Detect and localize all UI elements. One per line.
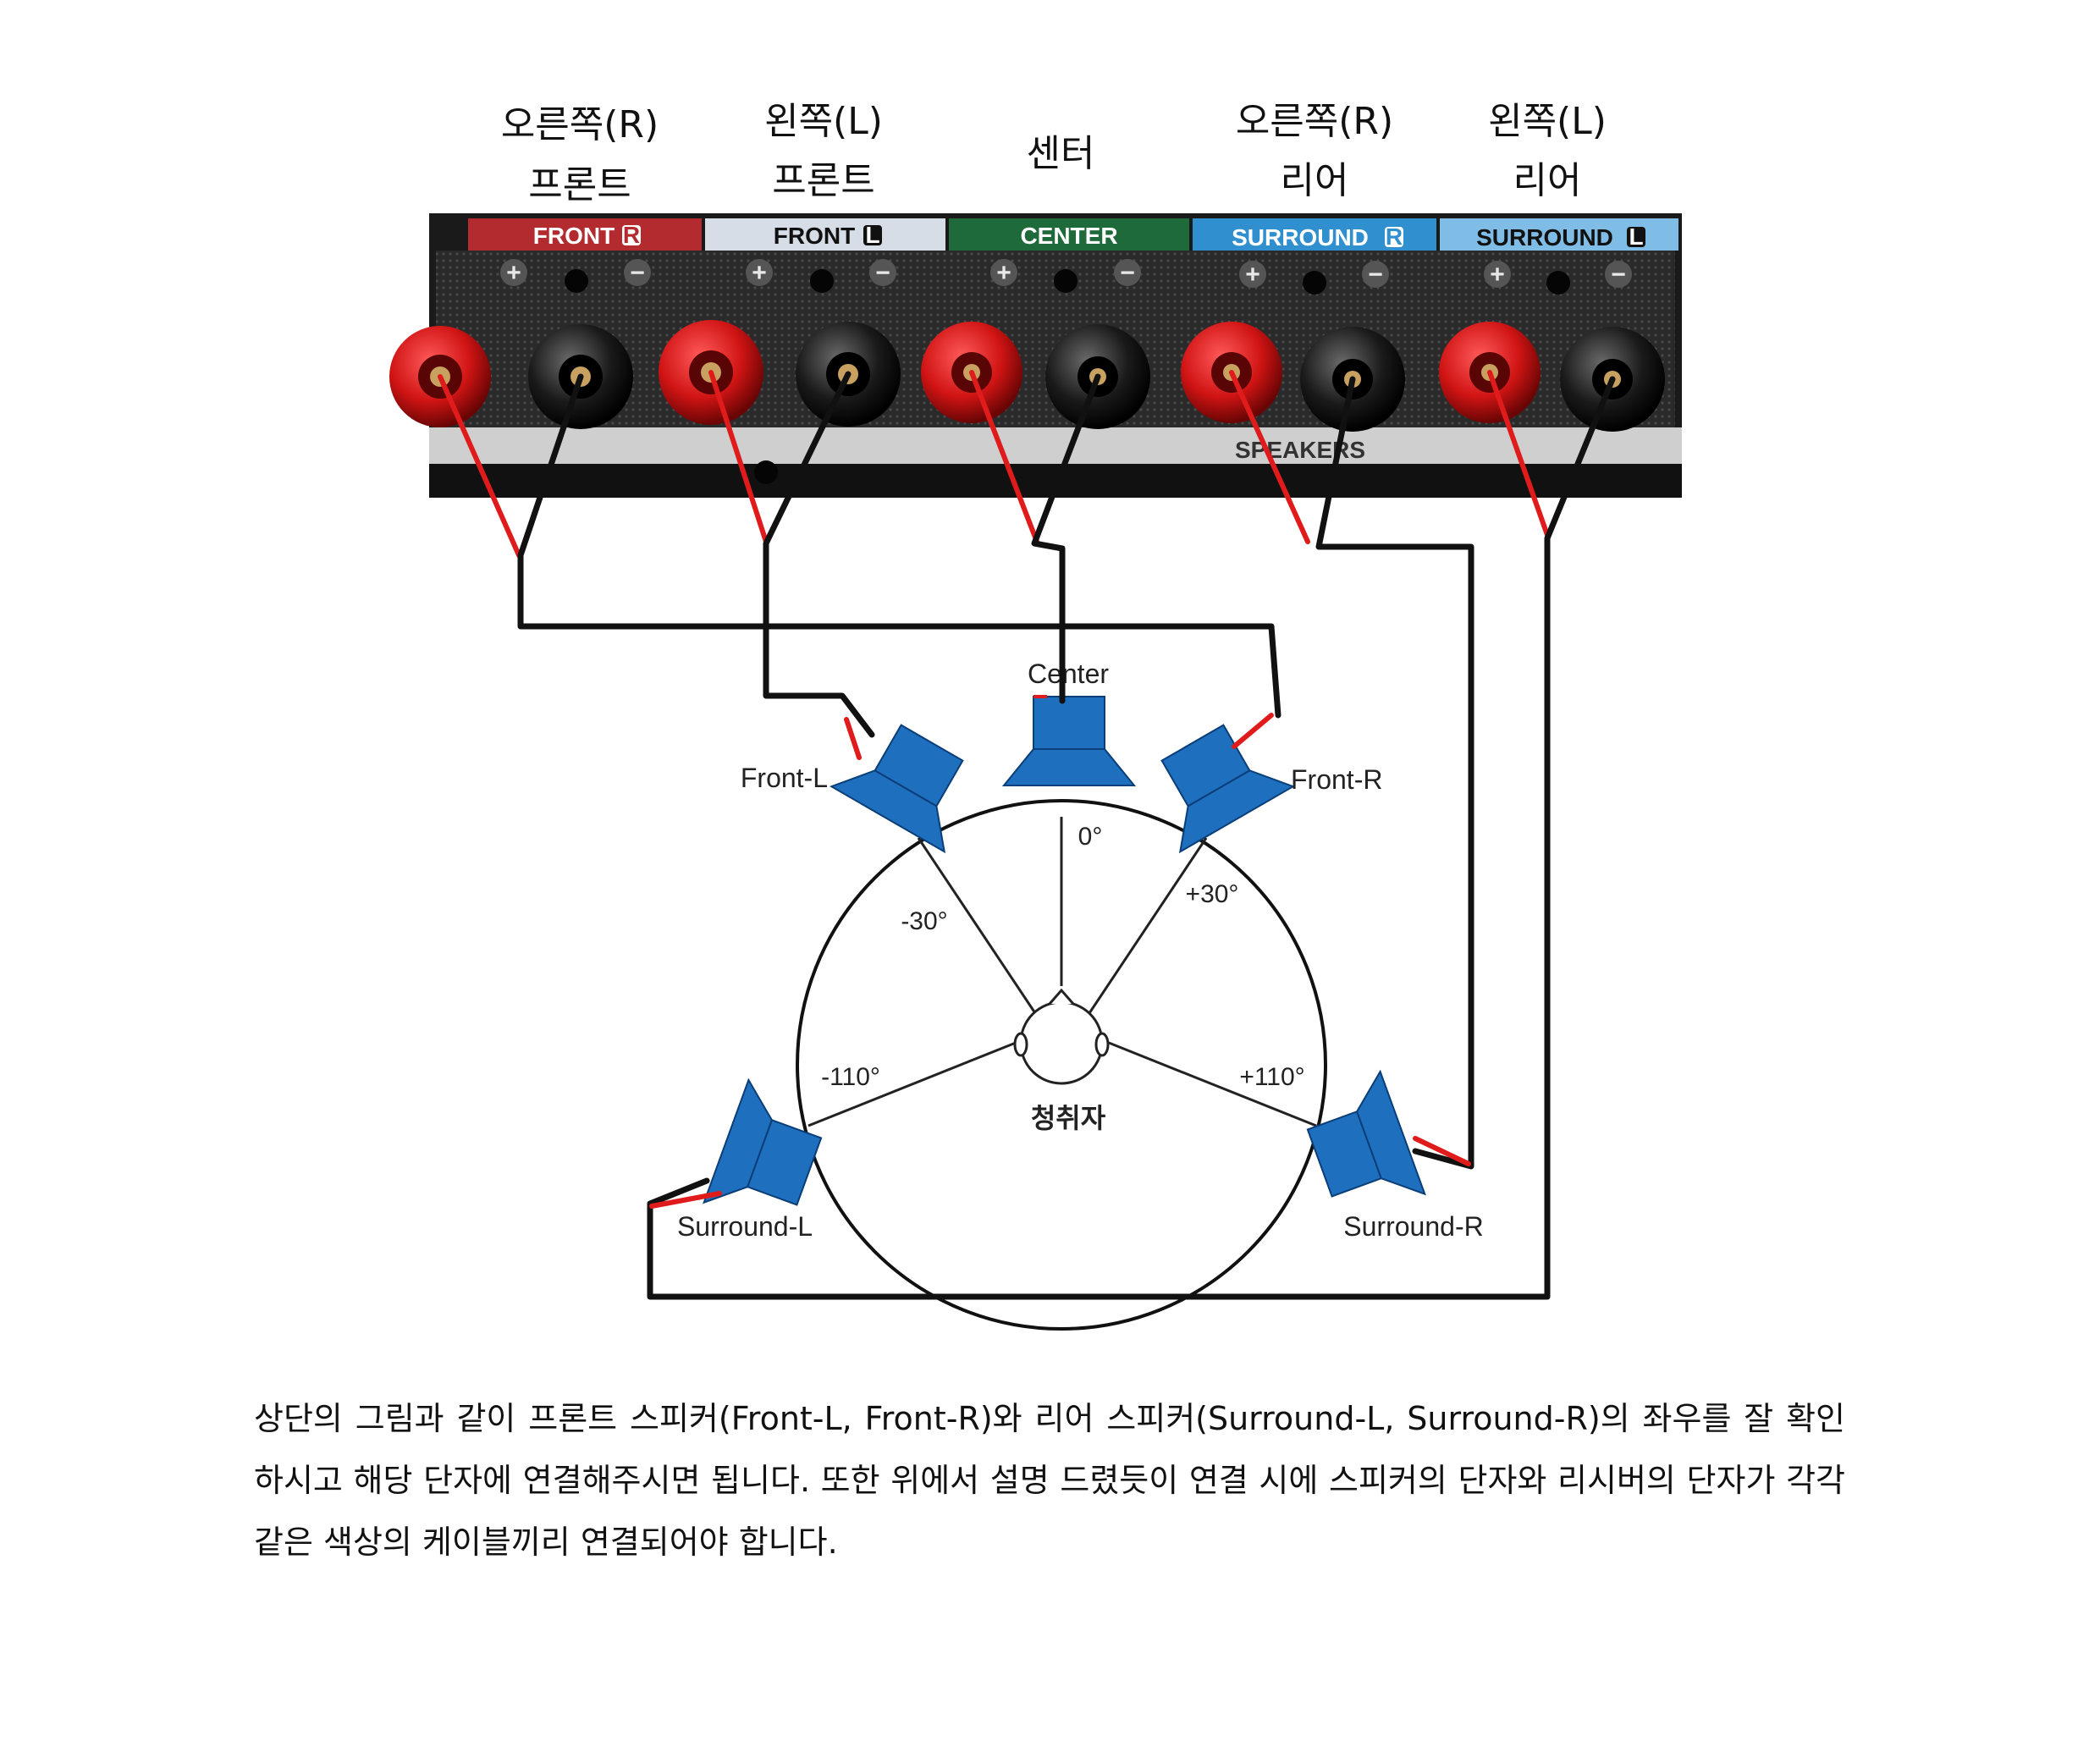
wire-front-l-red [708, 370, 769, 544]
wire-center-black [1031, 373, 1101, 704]
speaker-front-l-label: Front-L [741, 763, 828, 793]
label-front-r-line2: 프론트 [528, 163, 631, 207]
listener-head-icon [1013, 988, 1110, 1085]
angle-zero-label: 0° [1078, 823, 1103, 851]
section-surround-l-label: SURROUND [1476, 224, 1613, 251]
section-front-r-header [468, 218, 702, 251]
wire-front-r-black [517, 373, 1281, 719]
listener-label: 청취자 [1031, 1102, 1106, 1134]
svg-text:+: + [1490, 261, 1505, 289]
panel-bottom-strip [429, 427, 1682, 466]
listening-area: 청취자 0° -30° +30° -110° +110° [796, 799, 1327, 1331]
svg-text:−: − [630, 259, 645, 287]
angle-minus110-label: -110° [821, 1063, 880, 1091]
section-front-r-label: FRONT [533, 223, 615, 249]
angle-minus30-label: -30° [901, 907, 947, 935]
wire-front-l-black [763, 371, 875, 738]
speaker-surround-r [1306, 1069, 1426, 1198]
speaker-front-l [829, 724, 964, 854]
section-front-l-label: FRONT [774, 223, 855, 249]
label-surround-l-line1: 왼쪽(L) [1488, 100, 1607, 143]
section-center-label: CENTER [1020, 223, 1117, 249]
wire-surround-l-black [647, 376, 1616, 1300]
speaker-center [1001, 695, 1137, 786]
svg-text:−: − [1368, 261, 1383, 289]
angle-plus110-label: +110° [1239, 1063, 1304, 1091]
svg-text:+: + [1245, 261, 1260, 289]
speaker-surround-l-label: Surround-L [677, 1211, 813, 1242]
section-front-l-header [705, 218, 945, 251]
svg-text:−: − [875, 259, 890, 287]
wires [438, 370, 1616, 1300]
svg-text:−: − [1611, 261, 1626, 289]
svg-text:+: + [996, 259, 1011, 287]
label-center: 센터 [1027, 132, 1095, 175]
svg-text:L: L [865, 222, 879, 248]
panel-screws [565, 269, 1570, 484]
section-front-r-badge [622, 225, 641, 245]
section-front-l-badge [863, 225, 882, 245]
wire-surround-r-black [1315, 376, 1474, 1170]
axis-plus30 [1086, 837, 1208, 1017]
wire-surround-r-red [1229, 370, 1310, 544]
label-surround-l-line2: 리어 [1513, 159, 1582, 202]
wire-front-r-red [438, 374, 521, 558]
speaker-surround-r-label: Surround-R [1343, 1211, 1483, 1242]
section-surround-l-badge [1627, 227, 1645, 247]
wire-surround-r-red-speaker [1413, 1136, 1471, 1166]
label-surround-r-line2: 리어 [1281, 159, 1349, 202]
angle-plus30-label: +30° [1186, 880, 1239, 908]
svg-text:−: − [1120, 259, 1135, 287]
receiver-panel: FRONT R FRONT L CENTER SURROUND R SURROU… [389, 213, 1682, 498]
polarity-marks: + − + − + − + − + − [500, 259, 1632, 289]
speaker-surround-l [703, 1077, 823, 1206]
wire-center-red [969, 370, 1039, 544]
wire-surround-l-red-speaker [649, 1191, 722, 1209]
label-front-l-line2: 프론트 [772, 159, 874, 202]
svg-text:+: + [752, 259, 767, 287]
svg-text:R: R [1386, 223, 1403, 250]
wire-front-l-red-speaker [844, 717, 862, 760]
top-labels: 오른쪽(R) 프론트 왼쪽(L) 프론트 센터 오른쪽(R) 리어 왼쪽(L) … [501, 100, 1607, 207]
section-surround-r-badge [1385, 227, 1403, 247]
speaker-center-label: Center [1028, 659, 1109, 689]
axis-plus110 [1104, 1039, 1317, 1127]
label-front-r-line1: 오른쪽(R) [501, 103, 659, 146]
listening-circle [796, 799, 1327, 1331]
wire-surround-l-red [1487, 370, 1550, 537]
svg-text:R: R [623, 222, 640, 248]
caption-text: 상단의 그림과 같이 프론트 스피커(Front-L, Front-R)와 리어… [254, 1400, 1845, 1561]
section-surround-r-label: SURROUND [1232, 224, 1369, 251]
axis-minus30 [917, 837, 1039, 1017]
label-front-l-line1: 왼쪽(L) [764, 100, 883, 143]
wire-front-r-red-speaker [1232, 713, 1274, 749]
axis-minus110 [807, 1039, 1021, 1127]
speakers-panel-text: SPEAKERS [1235, 437, 1365, 463]
svg-text:L: L [1629, 223, 1643, 250]
speaker-front-r-label: Front-R [1291, 764, 1382, 795]
section-center-header [949, 218, 1189, 251]
svg-text:+: + [506, 259, 521, 287]
speaker-front-r [1160, 724, 1296, 854]
label-surround-r-line1: 오른쪽(R) [1236, 100, 1393, 143]
